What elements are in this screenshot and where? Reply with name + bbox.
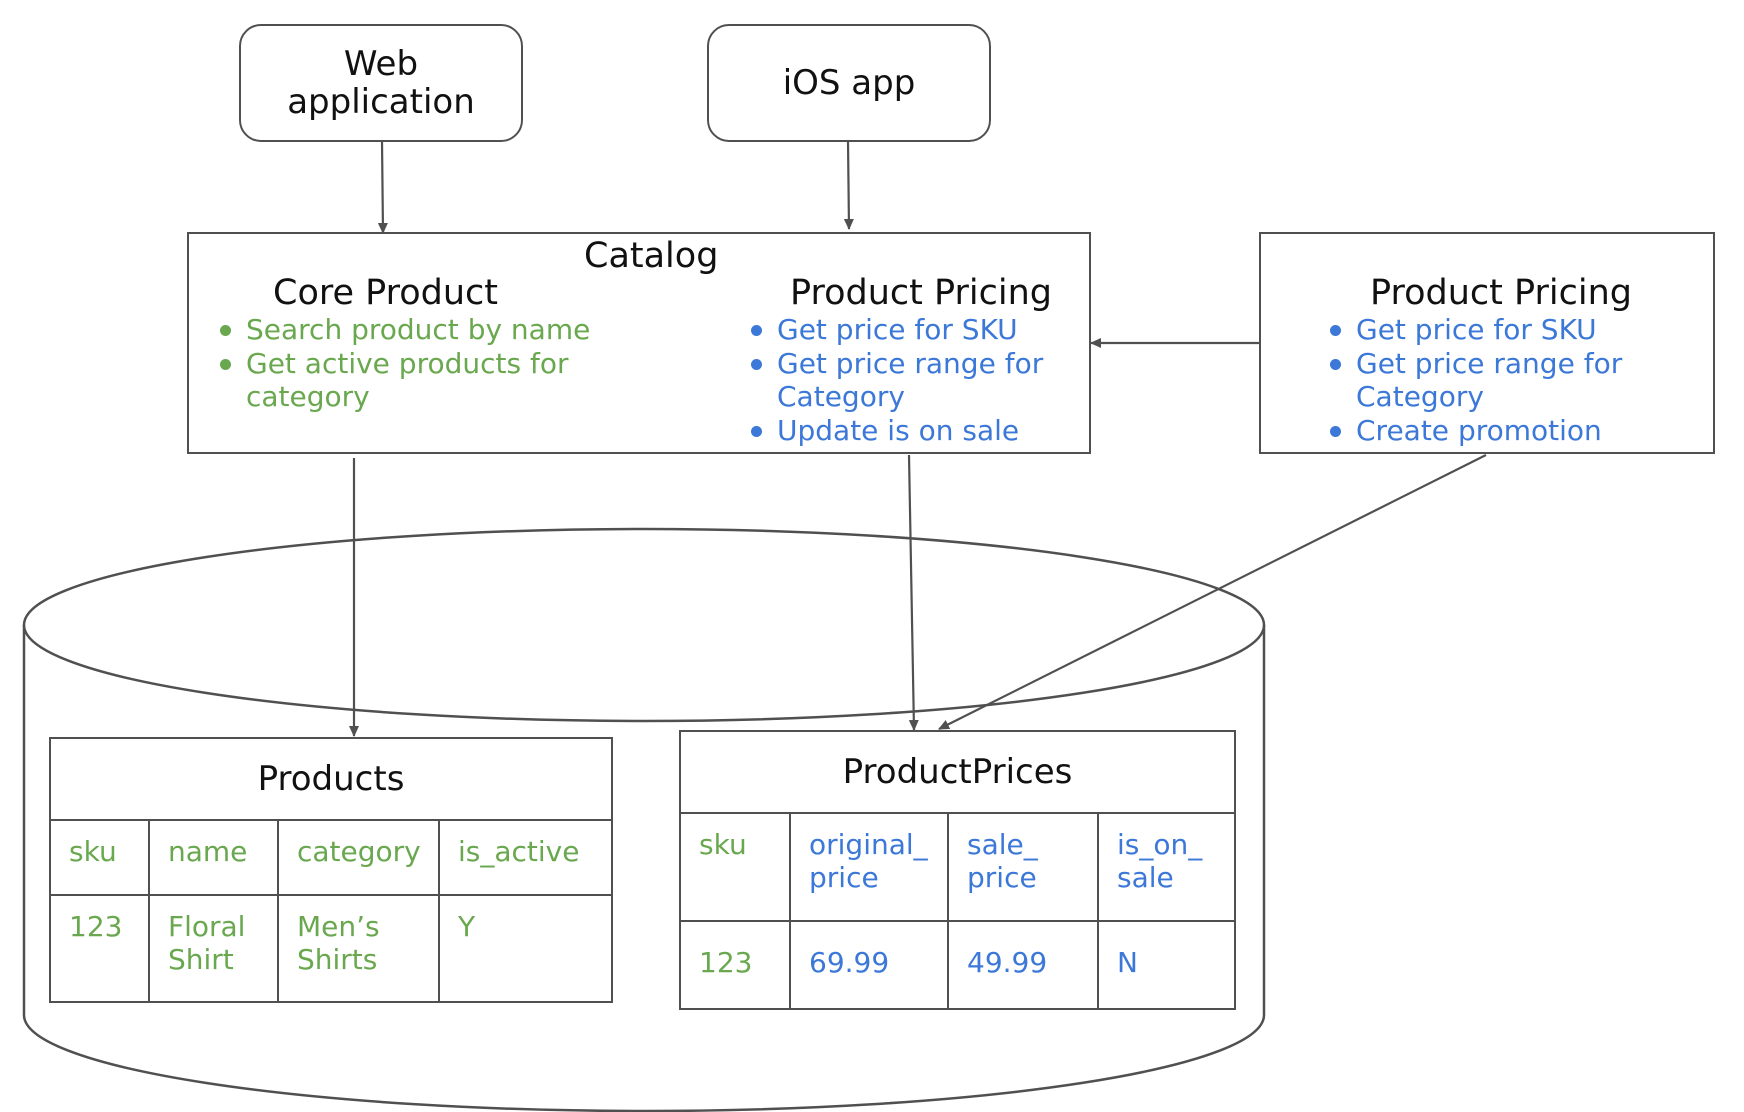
pricing-service-title: Product Pricing [1370, 273, 1632, 313]
web-application-box: Web application [239, 24, 523, 142]
core-product-operation: Search product by name [219, 313, 590, 347]
table-cell: Men’s Shirts [277, 894, 440, 1003]
column-header: sku [679, 812, 791, 922]
ios-app-box: iOS app [707, 24, 991, 142]
catalog-pricing-operations: Get price for SKU Get price range for Ca… [750, 313, 1043, 447]
catalog-pricing-operation: Get price range for Category [750, 347, 1043, 414]
catalog-pricing-operation: Get price for SKU [750, 313, 1043, 347]
core-product-operation: Get active products for category [219, 347, 590, 414]
table-cell: 123 [679, 920, 791, 1010]
ios-app-label: iOS app [782, 63, 916, 103]
arrow-web-to-catalog [377, 140, 388, 234]
table-row: 123 69.99 49.99 N [679, 920, 1236, 1010]
catalog-title: Catalog [584, 236, 719, 276]
column-header: category [277, 819, 440, 896]
catalog-pricing-title: Product Pricing [790, 273, 1052, 313]
products-table-name: Products [49, 737, 613, 821]
column-header: sale_ price [947, 812, 1099, 922]
pricing-service-box: Product Pricing Get price for SKU Get pr… [1259, 232, 1715, 454]
table-row: 123 Floral Shirt Men’s Shirts Y [49, 894, 613, 1003]
database-cylinder-top [22, 527, 1266, 723]
arrow-ios-to-catalog [843, 140, 854, 230]
table-cell: N [1097, 920, 1236, 1010]
product-prices-table: ProductPrices sku original_ price sale_ … [679, 730, 1236, 1010]
column-header: original_ price [789, 812, 949, 922]
pricing-service-operation: Create promotion [1329, 414, 1622, 448]
pricing-service-operation: Get price range for Category [1329, 347, 1622, 414]
table-cell: 123 [49, 894, 150, 1003]
table-cell: 69.99 [789, 920, 949, 1010]
arrow-pricing-service-to-prices [938, 454, 1487, 730]
database-cylinder [22, 527, 1266, 1112]
column-header: is_active [438, 819, 613, 896]
table-cell: Floral Shirt [148, 894, 279, 1003]
column-header: name [148, 819, 279, 896]
arrow-catalog-pricing-to-prices [907, 454, 919, 731]
product-prices-table-name: ProductPrices [679, 730, 1236, 814]
products-table: Products sku name category is_active 123… [49, 737, 613, 1003]
table-cell: 49.99 [947, 920, 1099, 1010]
pricing-service-operation: Get price for SKU [1329, 313, 1622, 347]
database-cylinder-body [22, 625, 1266, 1112]
pricing-service-operations: Get price for SKU Get price range for Ca… [1329, 313, 1622, 447]
web-application-label: Web application [287, 44, 475, 122]
table-cell: Y [438, 894, 613, 1003]
core-product-title: Core Product [273, 273, 499, 313]
catalog-pricing-operation: Update is on sale [750, 414, 1043, 448]
catalog-service-box: Catalog Core Product Search product by n… [187, 232, 1091, 454]
core-product-operations: Search product by name Get active produc… [219, 313, 590, 414]
column-header: sku [49, 819, 150, 896]
column-header: is_on_ sale [1097, 812, 1236, 922]
